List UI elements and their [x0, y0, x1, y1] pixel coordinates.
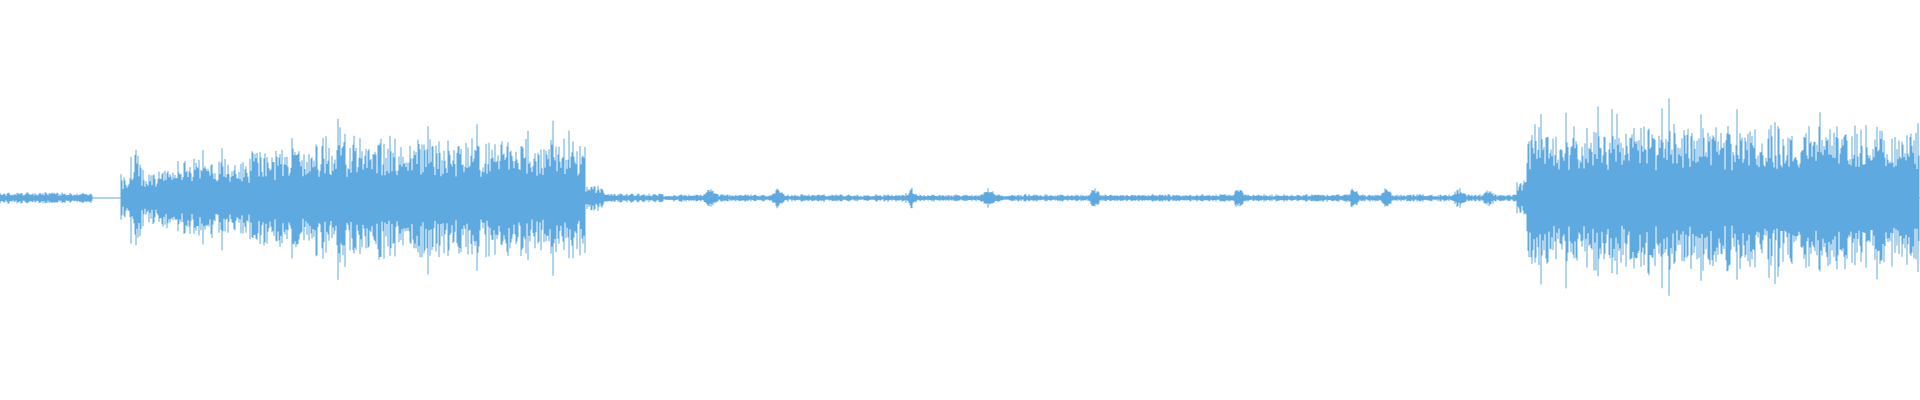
- waveform-samples: [0, 98, 1920, 296]
- waveform-lines: [0, 98, 1920, 296]
